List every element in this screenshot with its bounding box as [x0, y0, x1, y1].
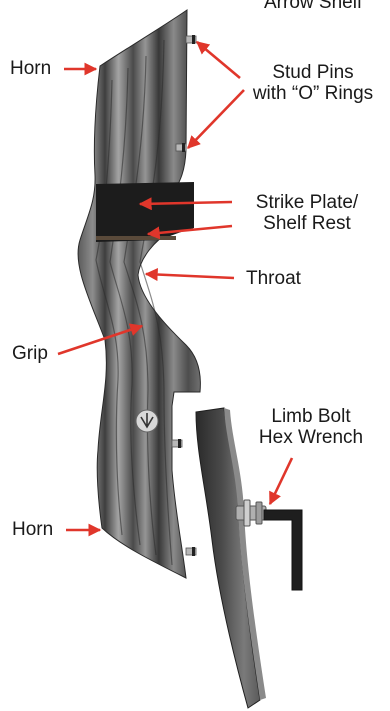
- hex-wrench: [264, 510, 302, 590]
- label-strike-plate-line2: Shelf Rest: [232, 213, 382, 234]
- label-strike-plate: Strike Plate/ Shelf Rest: [232, 192, 382, 234]
- stud-pin-bottom-lower: [186, 547, 196, 556]
- label-throat: Throat: [246, 268, 301, 289]
- label-arrow-shelf-cut: Arrow Shelf: [264, 0, 362, 13]
- riser-medallion: [136, 410, 158, 432]
- shelf-edge: [96, 236, 176, 240]
- label-stud-pins: Stud Pins with “O” Rings: [238, 62, 388, 104]
- arrow-stud-pin-upper: [197, 42, 240, 78]
- stud-pin-top-upper: [186, 35, 196, 44]
- label-limb-bolt: Limb Bolt Hex Wrench: [236, 406, 386, 448]
- stud-pin-bottom-upper: [172, 439, 182, 448]
- strike-plate: [96, 182, 194, 242]
- stud-pin-top-lower: [176, 143, 186, 152]
- label-strike-plate-line1: Strike Plate/: [232, 192, 382, 213]
- bow-limb: [196, 408, 260, 708]
- arrow-throat: [146, 274, 234, 278]
- label-horn-top: Horn: [10, 58, 51, 79]
- label-stud-pins-line2: with “O” Rings: [238, 83, 388, 104]
- arrow-hex-wrench: [270, 458, 292, 504]
- label-stud-pins-line1: Stud Pins: [238, 62, 388, 83]
- label-grip: Grip: [12, 343, 48, 364]
- riser-body: [78, 10, 200, 578]
- arrow-stud-pin-lower: [188, 90, 244, 148]
- label-limb-bolt-line2: Hex Wrench: [236, 427, 386, 448]
- label-limb-bolt-line1: Limb Bolt: [236, 406, 386, 427]
- label-horn-bottom: Horn: [12, 519, 53, 540]
